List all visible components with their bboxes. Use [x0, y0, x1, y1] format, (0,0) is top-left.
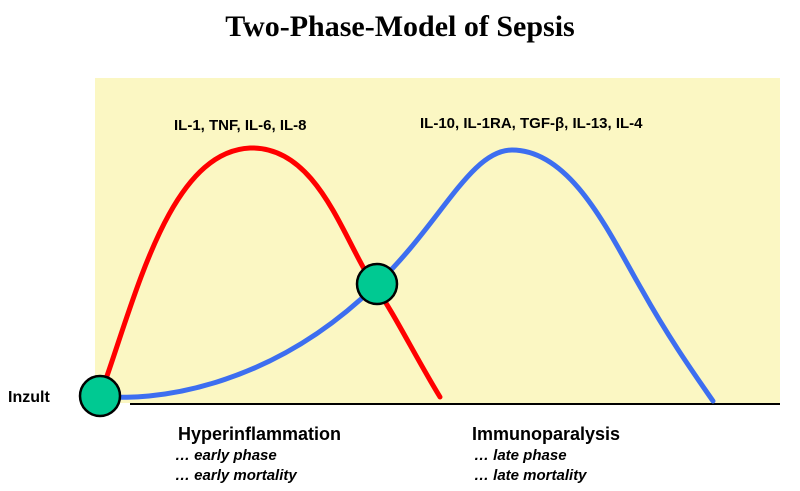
anti-inflammatory-cytokines-label: IL-10, IL-1RA, TGF-β, IL-13, IL-4	[420, 115, 643, 132]
inzult-label: Inzult	[8, 389, 50, 406]
crossover-marker	[355, 262, 399, 306]
hyperinflammation-heading: Hyperinflammation	[178, 424, 342, 444]
pro-inflammatory-curve	[97, 145, 443, 400]
early-phase-note: … early phase	[175, 447, 277, 464]
late-mortality-note: … late mortality	[474, 467, 587, 484]
late-phase-note: … late phase	[474, 447, 567, 464]
inzult-marker	[78, 374, 122, 418]
pro-inflammatory-cytokines-label: IL-1, TNF, IL-6, IL-8	[174, 117, 307, 134]
immunoparalysis-heading: Immunoparalysis	[472, 424, 621, 444]
anti-inflammatory-curve	[97, 147, 716, 404]
diagram-title: Two-Phase-Model of Sepsis	[225, 10, 575, 43]
plot-panel	[95, 78, 780, 403]
early-mortality-note: … early mortality	[175, 467, 297, 484]
